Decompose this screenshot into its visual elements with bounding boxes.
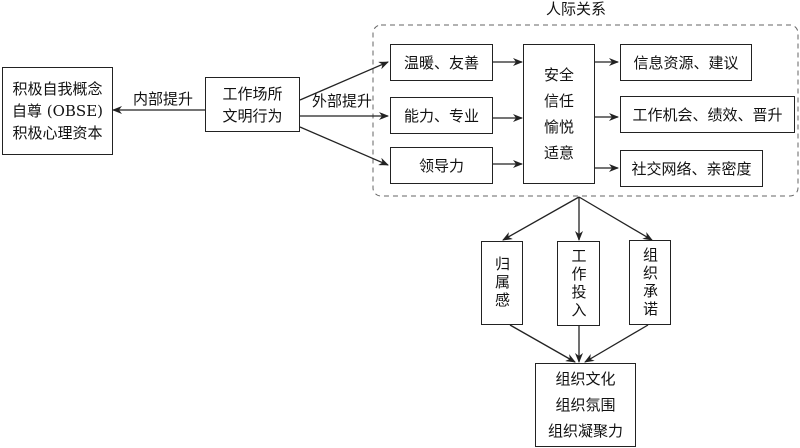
arrow-to-belonging: [502, 196, 580, 241]
arrow-commitment-org: [584, 324, 649, 363]
label-external-boost: 外部提升: [312, 92, 373, 110]
arrow-to-commitment: [578, 196, 653, 241]
node-workplace-civility: 工作场所 文明行为: [205, 77, 300, 132]
node-psych-state: 安全 信任 愉悦 适意: [523, 44, 595, 184]
node-org-outcomes: 组织文化 组织氛围 组织凝聚力: [535, 363, 636, 447]
node-info-resources: 信息资源、建议: [620, 44, 752, 81]
node-belonging: 归属感: [481, 241, 523, 325]
interpersonal-group-frame: [372, 24, 799, 197]
node-leadership: 领导力: [390, 147, 493, 184]
label-internal-boost: 内部提升: [133, 90, 194, 108]
arrow-to-warmth: [299, 61, 389, 101]
arrow-to-leadership: [299, 126, 389, 166]
node-org-commitment: 组织承诺: [629, 240, 671, 325]
node-social-network: 社交网络、亲密度: [620, 150, 763, 187]
node-warmth: 温暖、友善: [390, 44, 493, 81]
node-work-engagement: 工作投入: [557, 241, 600, 326]
node-self-outcomes: 积极自我概念 自尊 (OBSE) 积极心理资本: [2, 67, 113, 155]
arrow-belonging-org: [509, 324, 576, 363]
group-title: 人际关系: [546, 0, 607, 18]
node-competence: 能力、专业: [390, 97, 493, 134]
node-job-opportunities: 工作机会、绩效、晋升: [620, 96, 795, 133]
